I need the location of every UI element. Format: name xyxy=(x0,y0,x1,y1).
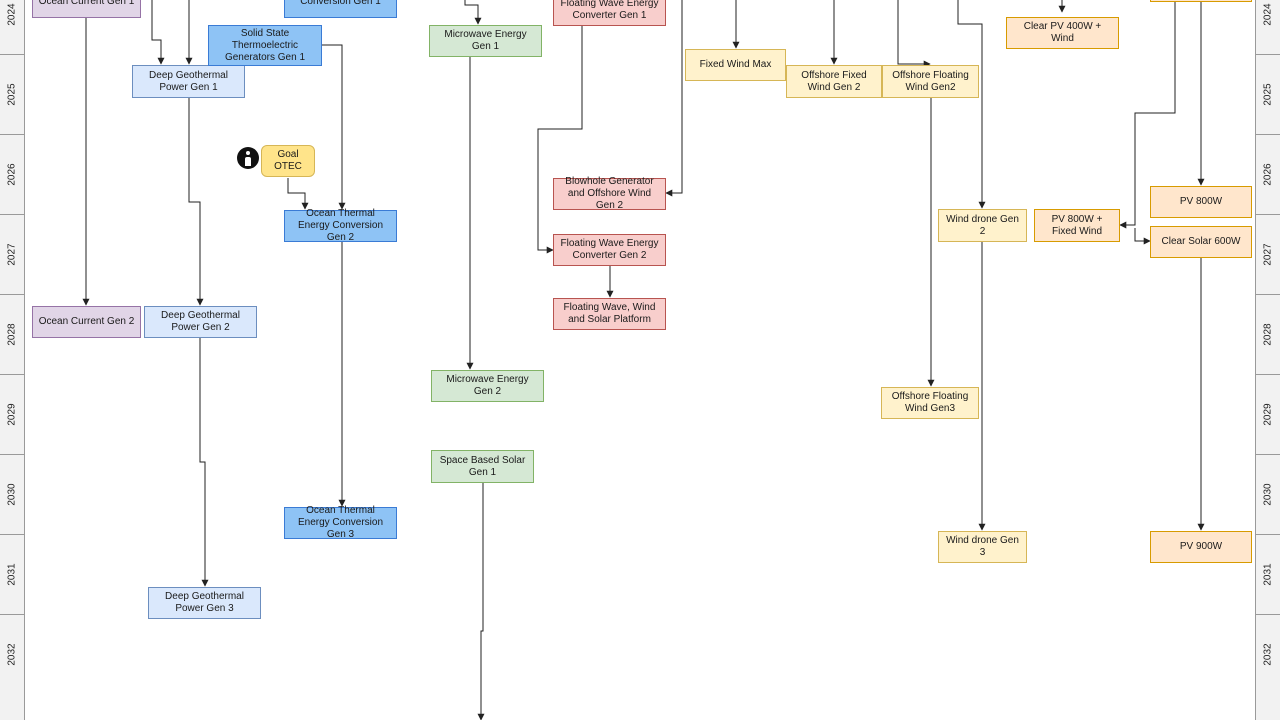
node-top-cut-off[interactable] xyxy=(1150,0,1252,2)
node-label: Microwave Energy Gen 1 xyxy=(444,29,527,52)
edge-to-clear-solar600 xyxy=(1134,228,1151,245)
node-blowhole-offshore-gen2[interactable]: Blowhole Generator and Offshore Wind Gen… xyxy=(553,176,666,211)
node-label: Clear PV 400W + Wind xyxy=(1023,21,1102,44)
node-label: Ocean Thermal Energy Conversion Gen 3 xyxy=(297,505,384,540)
node-wind-drone-gen3[interactable]: Wind drone Gen 3 xyxy=(938,531,1027,563)
year-left-7: 2031 xyxy=(0,534,24,614)
node-floating-wave-gen2[interactable]: Floating Wave Energy Converter Gen 2 xyxy=(553,234,666,266)
edge-to-deep-geo1-a xyxy=(151,0,165,65)
node-fixed-wind-max[interactable]: Fixed Wind Max xyxy=(685,49,786,81)
node-deep-geothermal-gen1[interactable]: Deep Geothermal Power Gen 1 xyxy=(132,65,245,98)
node-wind-drone-gen2[interactable]: Wind drone Gen 2 xyxy=(938,209,1027,242)
edge-to-blowhole xyxy=(665,0,683,197)
node-label: Offshore Floating Wind Gen2 xyxy=(892,69,969,93)
node-label: Space Based Solar Gen 1 xyxy=(439,454,526,478)
person-icon xyxy=(237,147,259,169)
edge-deep-geo2-3 xyxy=(199,338,209,587)
year-right-3: 2027 xyxy=(1256,214,1280,294)
node-deep-geothermal-gen3[interactable]: Deep Geothermal Power Gen 3 xyxy=(148,587,261,619)
node-label: Microwave Energy Gen 2 xyxy=(446,374,529,397)
node-label: PV 900W xyxy=(1179,541,1223,552)
node-offshore-floating-wind-gen3[interactable]: Offshore Floating Wind Gen3 xyxy=(881,387,979,419)
node-label: Ocean Current Gen 2 xyxy=(38,316,135,327)
node-label: Floating Wave, Wind and Solar Platform xyxy=(563,302,656,325)
year-left-6: 2030 xyxy=(0,454,24,534)
node-label: Deep Geothermal Power Gen 1 xyxy=(149,69,228,93)
node-ocean-current-gen2[interactable]: Ocean Current Gen 2 xyxy=(32,306,141,338)
node-label: Wind drone Gen 2 xyxy=(946,213,1019,237)
node-label: Blowhole Generator and Offshore Wind Gen… xyxy=(565,176,654,211)
node-label: Ocean Thermal Energy Conversion Gen 2 xyxy=(297,208,384,243)
year-right-2: 2026 xyxy=(1256,134,1280,214)
node-microwave-gen1[interactable]: Microwave Energy Gen 1 xyxy=(429,25,542,57)
node-clear-solar-600w[interactable]: Clear Solar 600W xyxy=(1150,226,1252,258)
node-otec-gen3[interactable]: Ocean Thermal Energy Conversion Gen 3 xyxy=(284,505,397,540)
node-label: Wind drone Gen 3 xyxy=(946,535,1019,558)
node-otec-gen2[interactable]: Ocean Thermal Energy Conversion Gen 2 xyxy=(284,208,397,243)
node-label: Clear Solar 600W xyxy=(1161,236,1241,247)
year-right-1: 2025 xyxy=(1256,54,1280,134)
node-microwave-gen2[interactable]: Microwave Energy Gen 2 xyxy=(431,370,544,402)
edge-teg-otec2 xyxy=(322,44,346,210)
node-label: Deep Geothermal Power Gen 3 xyxy=(165,591,244,614)
edge-to-offshore-floating2 xyxy=(897,0,931,68)
node-label: Conversion Gen 1 xyxy=(300,0,381,7)
node-offshore-floating-wind-gen2[interactable]: Offshore Floating Wind Gen2 xyxy=(882,65,979,98)
node-clear-pv-400w-wind[interactable]: Clear PV 400W + Wind xyxy=(1006,17,1119,49)
year-right-6: 2030 xyxy=(1256,454,1280,534)
node-offshore-fixed-wind-gen2[interactable]: Offshore Fixed Wind Gen 2 xyxy=(786,65,882,98)
year-left-3: 2027 xyxy=(0,214,24,294)
node-space-based-solar-gen1[interactable]: Space Based Solar Gen 1 xyxy=(431,450,534,483)
edge-deep-geo1-2 xyxy=(188,98,204,306)
year-right-5: 2029 xyxy=(1256,374,1280,454)
node-label: Offshore Fixed Wind Gen 2 xyxy=(801,69,867,93)
year-left-5: 2029 xyxy=(0,374,24,454)
node-pv-800w[interactable]: PV 800W xyxy=(1150,186,1252,218)
node-label: Goal OTEC xyxy=(274,149,302,172)
year-left-4: 2028 xyxy=(0,294,24,374)
year-left-8: 2032 xyxy=(0,614,24,694)
node-floating-platform[interactable]: Floating Wave, Wind and Solar Platform xyxy=(553,298,666,330)
edge-goal-otec2 xyxy=(287,178,309,210)
node-label: Fixed Wind Max xyxy=(699,59,772,70)
node-solid-state-teg-gen1[interactable]: Solid State Thermoelectric Generators Ge… xyxy=(208,25,322,66)
node-label: Offshore Floating Wind Gen3 xyxy=(891,391,969,414)
node-label: Floating Wave Energy Converter Gen 1 xyxy=(560,0,659,21)
year-right-4: 2028 xyxy=(1256,294,1280,374)
year-left-1: 2025 xyxy=(0,54,24,134)
edge-to-pv800-fixed xyxy=(1119,0,1176,229)
node-pv-800w-fixed-wind[interactable]: PV 800W + Fixed Wind xyxy=(1034,209,1120,242)
node-deep-geothermal-gen2[interactable]: Deep Geothermal Power Gen 2 xyxy=(144,306,257,338)
node-ocean-current-gen1[interactable]: Ocean Current Gen 1 xyxy=(32,0,141,18)
node-label: Ocean Current Gen 1 xyxy=(38,0,135,7)
year-left-2: 2026 xyxy=(0,134,24,214)
node-label: PV 800W + Fixed Wind xyxy=(1051,213,1103,237)
edge-to-wind-drone2 xyxy=(957,0,986,209)
year-right-8: 2032 xyxy=(1256,614,1280,694)
edge-space-solar xyxy=(477,483,485,720)
node-goal-otec[interactable]: Goal OTEC xyxy=(261,145,315,177)
node-label: Solid State Thermoelectric Generators Ge… xyxy=(224,27,306,63)
node-otec-gen1[interactable]: Conversion Gen 1 xyxy=(284,0,397,18)
edge-to-microwave1 xyxy=(464,0,482,25)
year-right-7: 2031 xyxy=(1256,534,1280,614)
node-label: PV 800W xyxy=(1179,196,1223,207)
node-floating-wave-gen1[interactable]: Floating Wave Energy Converter Gen 1 xyxy=(553,0,666,26)
node-label: Deep Geothermal Power Gen 2 xyxy=(161,310,240,333)
node-pv-900w[interactable]: PV 900W xyxy=(1150,531,1252,563)
node-label: Floating Wave Energy Converter Gen 2 xyxy=(560,238,659,261)
edge-fwave1-fwave2 xyxy=(537,26,583,254)
